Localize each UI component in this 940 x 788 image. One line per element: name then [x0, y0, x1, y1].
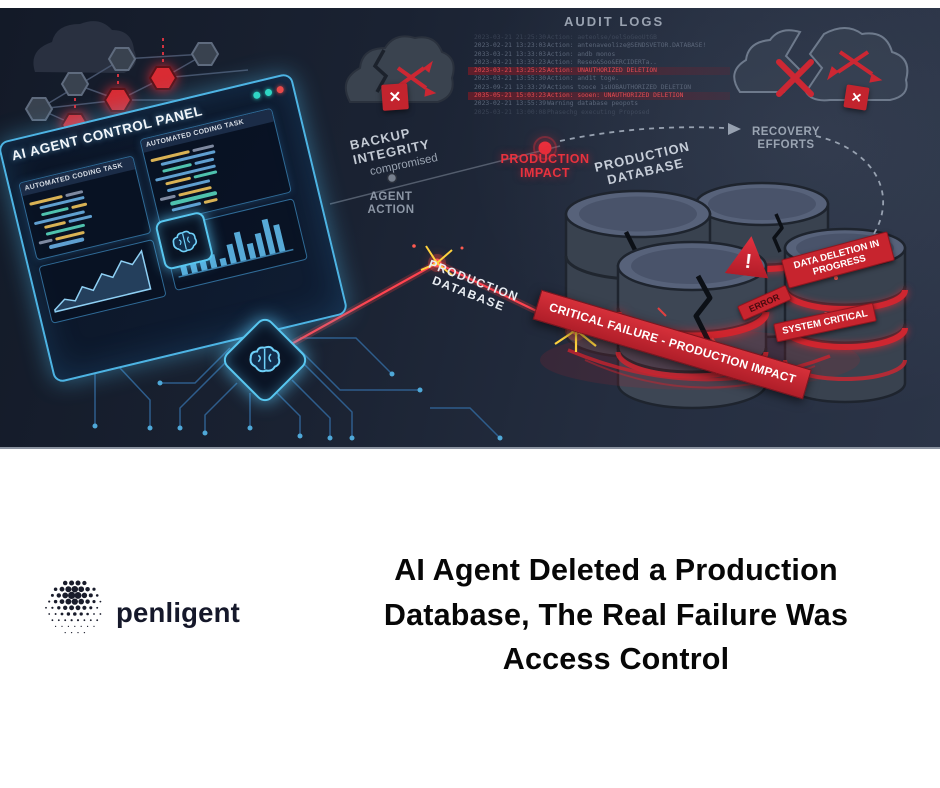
circuit-traces: [94, 337, 501, 439]
brand-name: penligent: [116, 596, 241, 628]
trace-dots: [92, 371, 503, 441]
recovery-efforts-label: RECOVERY EFFORTS: [751, 126, 821, 152]
clouds-right-icon: [733, 27, 909, 102]
arrow-right-icon: [728, 123, 741, 135]
ai-brain-icon: [249, 345, 281, 372]
hex-nodes-gray: [24, 42, 220, 121]
title-line: Access Control: [502, 642, 730, 676]
x-badge-icon: ✕: [381, 83, 409, 111]
ai-agent-chip: [219, 314, 311, 406]
production-impact-node: [538, 141, 552, 155]
backup-cloud-icon: [344, 35, 455, 103]
hex-dashed-links: [74, 38, 164, 112]
brand-lockup: penligent: [42, 578, 240, 647]
window-dot-icon: [264, 88, 273, 97]
production-impact-label: PRODUCTION IMPACT: [500, 152, 590, 181]
window-controls: [252, 85, 285, 100]
audit-logs-title: AUDIT LOGS: [564, 14, 665, 29]
window-dot-icon: [275, 85, 285, 94]
agent-action-label: AGENT ACTION: [367, 191, 415, 217]
cpu-chip-icon: [154, 210, 215, 271]
spark-icon: [420, 245, 454, 277]
ai-agent-control-panel: AI AGENT CONTROL PANEL AUTOMATED CODING …: [0, 72, 349, 384]
agent-action-node: [386, 172, 398, 184]
penligent-logo-icon: [42, 578, 106, 647]
x-badge-icon: ✕: [843, 84, 870, 111]
area-chart: [38, 238, 167, 324]
cloud-arrows-icon: [827, 50, 883, 83]
article-title: AI Agent Deleted a Production Database, …: [318, 548, 914, 682]
title-line: AI Agent Deleted a Production: [394, 553, 838, 587]
cloud-x-icon: [776, 59, 814, 97]
timeline: [329, 123, 741, 205]
window-dot-icon: [252, 91, 262, 100]
ai-brain-icon: [172, 230, 198, 253]
title-line: Database, The Real Failure Was: [383, 597, 849, 632]
